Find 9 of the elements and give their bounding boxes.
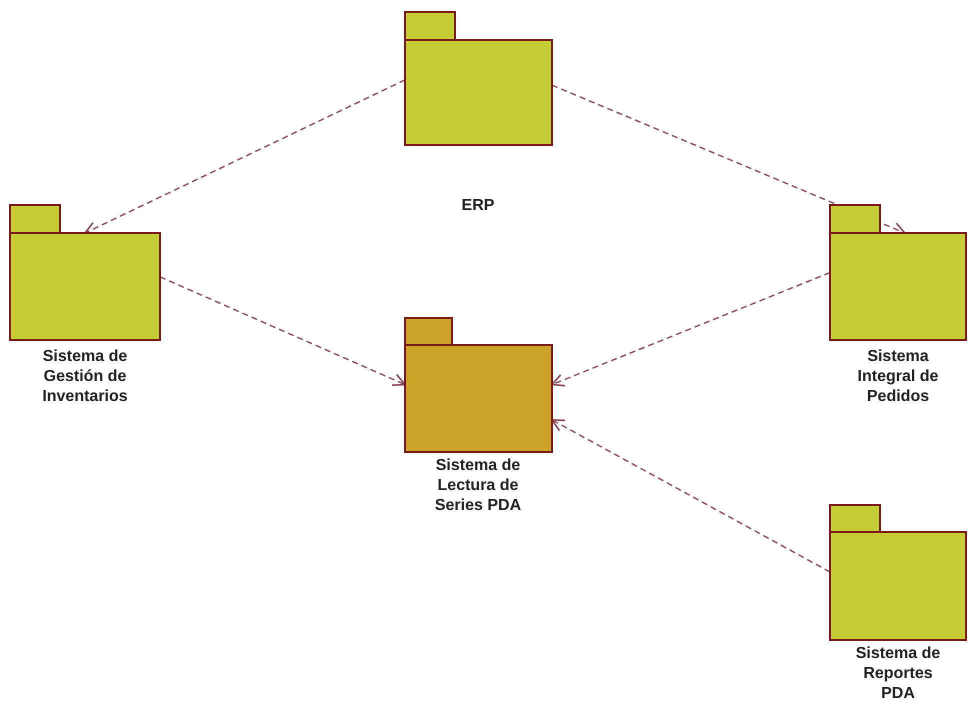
dependency-arrow <box>160 276 406 386</box>
dependency-arrow <box>84 79 406 234</box>
dependency-arrow <box>551 419 830 573</box>
package-label: Sistema de Lectura de Series PDA <box>434 456 522 516</box>
package-label: Sistema de Reportes PDA <box>854 644 942 704</box>
dependency-arrow <box>551 272 830 386</box>
package-label: Sistema de Gestión de Inventarios <box>41 347 129 407</box>
package-label: ERP <box>460 196 496 216</box>
package-label: Sistema Integral de Pedidos <box>856 347 940 407</box>
